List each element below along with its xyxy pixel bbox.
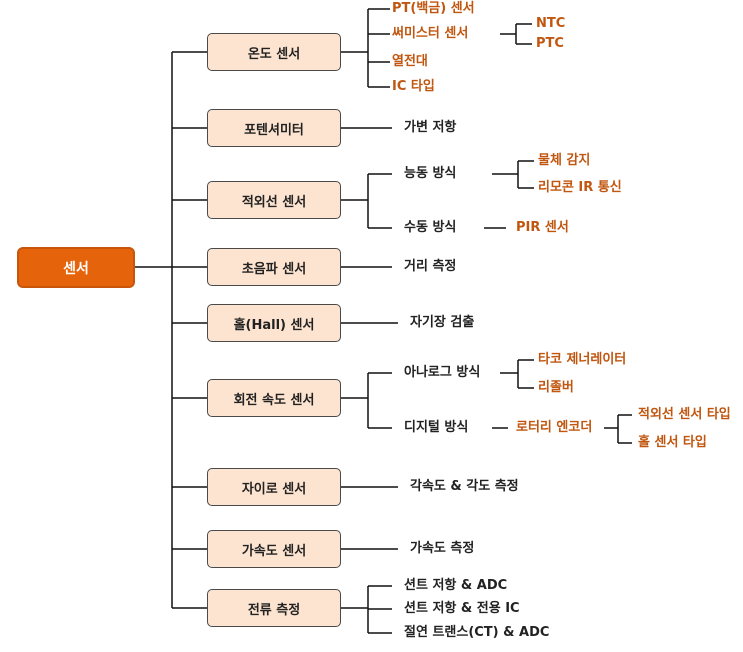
node-accelerometer: 가속도 센서 [207,530,341,568]
leaf-pir-sensor: PIR 센서 [516,220,569,235]
root-node: 센서 [17,247,135,288]
leaf-shunt-adc: 션트 저항 & ADC [404,578,508,593]
leaf-digital-method: 디지털 방식 [404,420,469,435]
leaf-distance-measure: 거리 측정 [404,259,457,274]
leaf-rotary-encoder: 로터리 엔코더 [516,420,593,435]
leaf-ct-adc: 절연 트랜스(CT) & ADC [404,625,550,640]
node-temperature-sensor: 온도 센서 [207,33,341,71]
leaf-variable-resistor: 가변 저항 [404,120,457,135]
node-current-measurement: 전류 측정 [207,589,341,627]
leaf-acceleration-measure: 가속도 측정 [410,541,475,556]
leaf-passive-method: 수동 방식 [404,220,457,235]
leaf-thermistor-sensor: 써미스터 센서 [392,26,469,41]
node-rotation-speed-sensor: 회전 속도 센서 [207,379,341,417]
leaf-resolver: 리졸버 [538,380,574,395]
node-infrared-sensor: 적외선 센서 [207,181,341,219]
leaf-magnetic-detect: 자기장 검출 [410,315,475,330]
leaf-ic-type: IC 타입 [392,79,435,94]
leaf-pt-sensor: PT(백금) 센서 [392,1,475,16]
leaf-object-detection: 물체 감지 [538,153,591,168]
leaf-tacho-generator: 타코 제너레이터 [538,352,627,367]
node-hall-sensor: 홀(Hall) 센서 [207,304,341,342]
node-gyro-sensor: 자이로 센서 [207,468,341,506]
leaf-shunt-ic: 션트 저항 & 전용 IC [404,601,520,616]
leaf-ptc: PTC [536,36,564,51]
leaf-active-method: 능동 방식 [404,166,457,181]
leaf-hall-sensor-type: 홀 센서 타입 [638,435,707,450]
leaf-remote-ir: 리모콘 IR 통신 [538,180,622,195]
leaf-ir-sensor-type: 적외선 센서 타입 [638,407,731,422]
leaf-thermocouple: 열전대 [392,54,428,69]
node-potentiometer: 포텐셔미터 [207,109,341,147]
node-ultrasonic-sensor: 초음파 센서 [207,248,341,286]
leaf-analog-method: 아나로그 방식 [404,365,481,380]
leaf-ntc: NTC [536,16,566,31]
leaf-angular-measure: 각속도 & 각도 측정 [410,479,519,494]
